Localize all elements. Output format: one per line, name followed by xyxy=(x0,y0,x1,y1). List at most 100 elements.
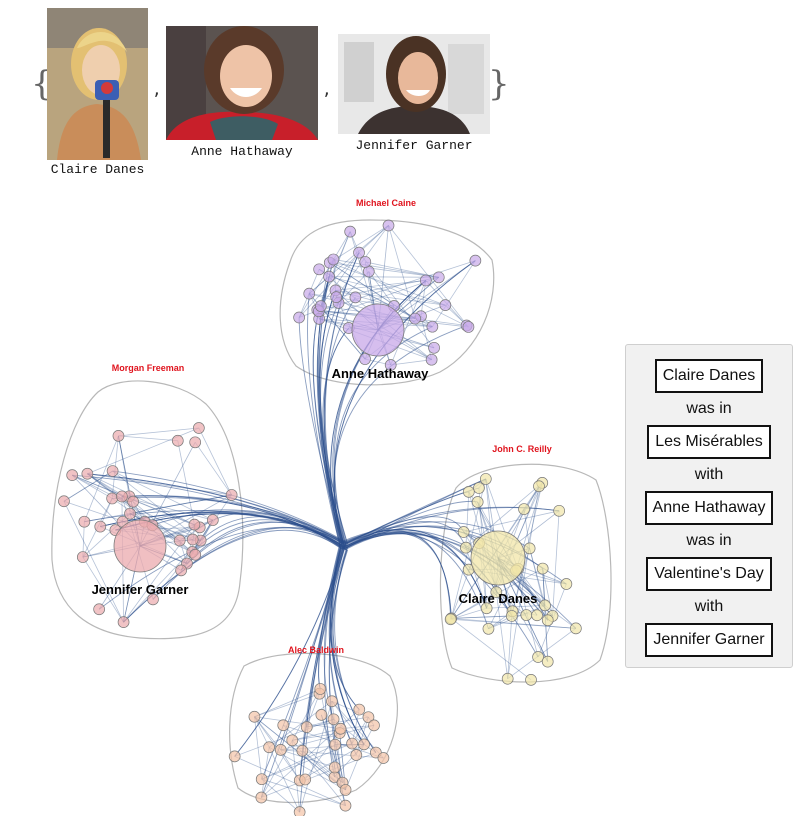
graph-node xyxy=(353,246,365,259)
separator-comma: , xyxy=(152,80,162,99)
graph-node xyxy=(479,473,492,485)
edge xyxy=(129,494,232,515)
path-connector-text: with xyxy=(694,598,724,615)
caption-anne-hathaway: Anne Hathaway xyxy=(191,144,293,159)
cluster-hull xyxy=(439,463,612,683)
graph-node xyxy=(349,291,362,304)
graph-node xyxy=(171,434,184,447)
graph-node xyxy=(539,599,551,612)
graph-node xyxy=(541,655,554,668)
edge xyxy=(63,470,113,502)
path-actor-box: Claire Danes xyxy=(654,359,764,393)
edge xyxy=(517,568,546,606)
graph-node xyxy=(462,486,475,498)
graph-node xyxy=(329,738,342,751)
edge xyxy=(261,778,346,807)
graph-node xyxy=(76,551,89,563)
hub-label-anne-hathaway: Anne Hathaway xyxy=(332,366,430,381)
edge xyxy=(496,591,527,616)
network-nodes xyxy=(58,219,582,816)
graph-node xyxy=(127,495,139,508)
graph-node xyxy=(330,291,343,303)
graph-node xyxy=(419,274,432,287)
bundled-edge xyxy=(340,532,452,619)
graph-node xyxy=(175,564,187,577)
graph-node xyxy=(66,469,79,482)
graph-node xyxy=(326,695,338,708)
bundled-edge xyxy=(98,526,347,610)
bundled-edge xyxy=(123,529,342,623)
bundled-edge xyxy=(100,512,342,549)
edge xyxy=(368,271,395,307)
bundled-edge xyxy=(346,532,489,629)
bundled-edge xyxy=(329,547,353,744)
graph-node xyxy=(323,270,335,283)
connection-path: Claire Danes was in Les Misérables with … xyxy=(626,359,792,657)
graph-node xyxy=(106,492,118,505)
graph-node xyxy=(293,311,305,324)
graph-node xyxy=(409,312,421,325)
photo-jennifer-garner xyxy=(338,34,490,134)
edge xyxy=(63,470,113,502)
edge xyxy=(260,747,270,798)
cluster-title-john-c-reilly: John C. Reilly xyxy=(492,444,552,454)
edge xyxy=(329,262,416,319)
edge xyxy=(529,548,546,606)
graph-node xyxy=(327,253,340,266)
bundled-edge xyxy=(317,542,341,690)
edge xyxy=(254,716,263,780)
graph-node xyxy=(525,673,537,686)
edge xyxy=(234,718,334,757)
graph-node xyxy=(531,609,543,622)
edge xyxy=(552,510,560,616)
edge xyxy=(463,510,560,533)
graph-node xyxy=(78,515,91,528)
edge xyxy=(329,262,446,306)
edge xyxy=(338,271,370,304)
edge xyxy=(87,473,232,496)
path-movie-box: Valentine's Day xyxy=(646,557,772,591)
edge xyxy=(298,252,360,318)
edge xyxy=(292,732,340,741)
graph-node xyxy=(315,709,328,721)
bundled-edge xyxy=(346,506,560,543)
path-actor-box: Jennifer Garner xyxy=(645,623,773,657)
graph-node xyxy=(228,750,241,763)
graph-node xyxy=(460,541,472,554)
caption-claire-danes: Claire Danes xyxy=(50,162,145,177)
edge xyxy=(523,509,531,549)
edge xyxy=(329,262,416,319)
edge xyxy=(261,778,300,813)
caption-jennifer-garner: Jennifer Garner xyxy=(355,138,473,153)
actor-image-list: { , , xyxy=(0,0,520,190)
cluster-title-alec-baldwin: Alec Baldwin xyxy=(288,645,344,655)
edge xyxy=(335,280,426,291)
edge xyxy=(321,714,336,768)
graph-node xyxy=(314,683,327,695)
bundled-edge xyxy=(312,311,345,550)
graph-node xyxy=(469,254,482,267)
graph-node xyxy=(81,467,94,480)
edge xyxy=(268,700,333,748)
graph-node xyxy=(296,744,309,757)
graph-node xyxy=(428,341,440,354)
graph-node xyxy=(560,578,573,590)
edge xyxy=(280,724,375,751)
graph-node xyxy=(116,490,128,503)
graph-node xyxy=(482,622,495,635)
cluster-title-morgan-freeman: Morgan Freeman xyxy=(112,363,185,373)
edge xyxy=(234,756,346,806)
edge xyxy=(451,618,532,681)
cluster-hull xyxy=(279,219,495,386)
graph-node xyxy=(94,520,107,533)
edge xyxy=(82,556,124,623)
edge xyxy=(450,618,576,629)
graph-node xyxy=(112,430,125,442)
graph-node xyxy=(186,533,199,546)
edge xyxy=(118,435,130,497)
graph-node xyxy=(189,548,202,561)
graph-node xyxy=(274,744,287,756)
edge xyxy=(254,693,320,718)
edge xyxy=(87,473,123,497)
graph-node xyxy=(124,507,136,520)
